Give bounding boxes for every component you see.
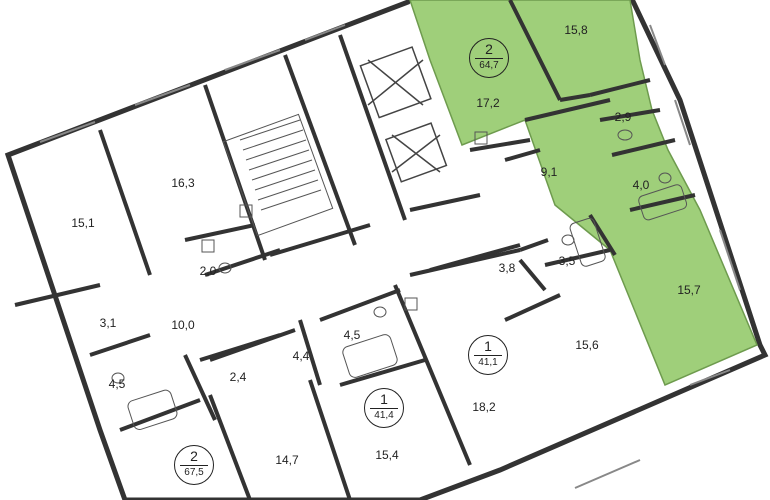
room-area-label: 2,9 — [614, 110, 632, 124]
apartment-badge-1-room-41-1[interactable]: 1 41,1 — [468, 335, 508, 375]
staircase — [222, 113, 334, 237]
apartment-rooms: 1 — [380, 391, 388, 407]
room-area-label: 3,8 — [498, 261, 516, 275]
apartment-rooms: 2 — [190, 448, 198, 464]
apartment-area: 67,5 — [184, 467, 204, 478]
bathroom-fixtures — [111, 129, 688, 431]
apartment-badge-2-room-64-7[interactable]: 2 64,7 — [469, 38, 509, 78]
room-area-label: 15,4 — [375, 448, 399, 462]
room-area-label: 4,4 — [292, 349, 310, 363]
room-area-label: 17,2 — [476, 96, 500, 110]
room-area-label: 4,0 — [632, 178, 650, 192]
room-area-label: 14,7 — [275, 453, 299, 467]
apartment-area: 41,1 — [478, 357, 498, 368]
badge-divider — [475, 58, 503, 59]
room-area-label: 2,0 — [199, 264, 217, 278]
elevators — [359, 46, 448, 183]
room-area-label: 16,3 — [171, 176, 195, 190]
room-area-label: 15,7 — [677, 283, 701, 297]
room-area-label: 15,8 — [564, 23, 588, 37]
apartment-rooms: 1 — [484, 338, 492, 354]
badge-divider — [180, 465, 208, 466]
room-area-label: 4,5 — [108, 377, 126, 391]
room-area-label: 4,5 — [343, 328, 361, 342]
room-area-label: 15,6 — [575, 338, 599, 352]
interior-walls — [14, 0, 696, 500]
room-area-label: 3,1 — [99, 316, 117, 330]
room-area-label: 18,2 — [472, 400, 496, 414]
apartment-area: 64,7 — [479, 60, 499, 71]
highlighted-apartment[interactable] — [409, 0, 758, 386]
badge-divider — [370, 408, 398, 409]
room-area-label: 15,1 — [71, 216, 95, 230]
room-area-label: 3,5 — [558, 254, 576, 268]
apartment-badge-1-room-41-4[interactable]: 1 41,4 — [364, 388, 404, 428]
apartment-area: 41,4 — [374, 410, 394, 421]
apartment-badge-2-room-67-5[interactable]: 2 67,5 — [174, 445, 214, 485]
apartment-rooms: 2 — [485, 41, 493, 57]
room-area-label: 2,4 — [229, 370, 247, 384]
room-area-label: 10,0 — [171, 318, 195, 332]
windows — [39, 24, 741, 489]
room-area-label: 9,1 — [540, 165, 558, 179]
badge-divider — [474, 355, 502, 356]
